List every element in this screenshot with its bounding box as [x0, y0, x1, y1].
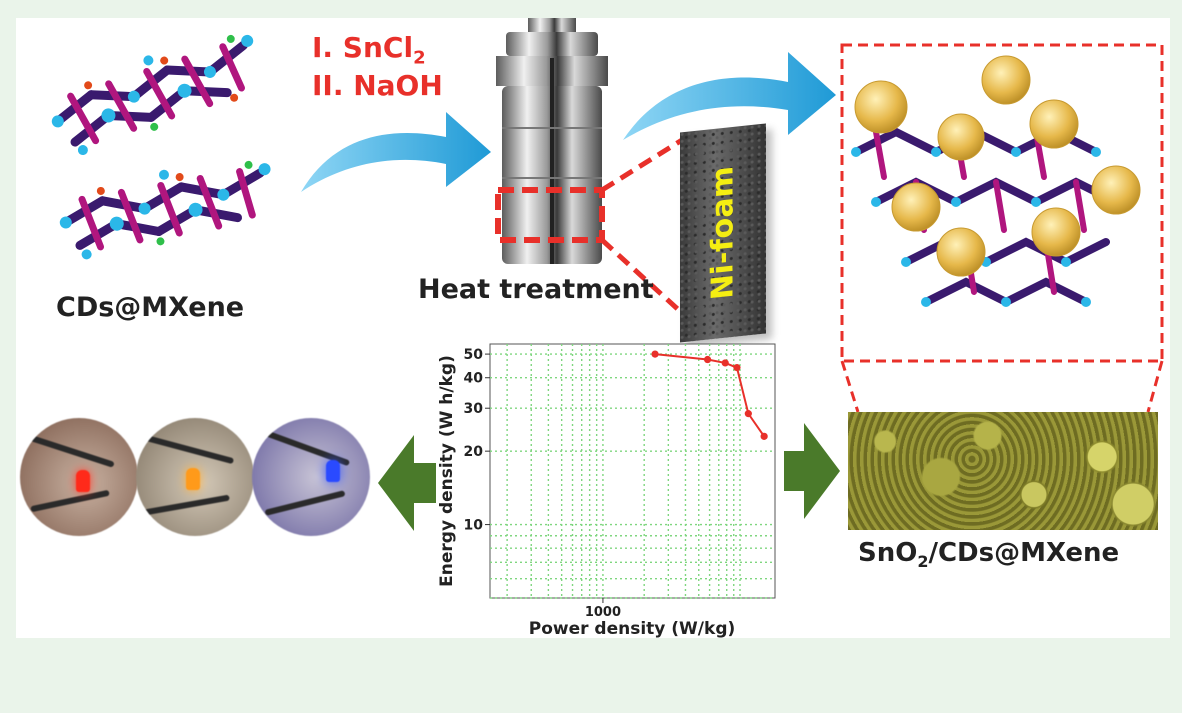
- chart-x-tick-label: 1000: [585, 605, 621, 620]
- green-arrow-left: [378, 435, 436, 531]
- chart-data-point: [744, 410, 752, 418]
- chart-data-point: [721, 359, 729, 367]
- chart-x-axis-label: Power density (W/kg): [529, 619, 736, 639]
- zoom-indicator: [495, 137, 684, 315]
- chart-y-tick-label: 50: [464, 347, 484, 363]
- chart-y-tick-label: 20: [464, 444, 484, 460]
- product-label: SnO2/CDs@MXene: [858, 538, 1120, 572]
- chart-points: [651, 350, 768, 440]
- flow-arrow-2: [623, 52, 836, 140]
- flow-arrow-1: [301, 112, 491, 192]
- chart-x-ticks: 1000: [585, 598, 621, 620]
- product-frame: [840, 43, 1164, 413]
- reagent-1-label: I. SnCl2: [312, 31, 426, 69]
- chart-data-point: [733, 364, 741, 372]
- chart-y-tick-label: 40: [464, 371, 484, 387]
- sem-image: [848, 412, 1158, 530]
- chart-y-tick-label: 30: [464, 401, 484, 417]
- reagent-2-label: II. NaOH: [312, 69, 443, 102]
- chart-plot-area: [489, 343, 776, 599]
- chart-y-axis-label: Energy density (W h/kg): [437, 355, 457, 587]
- precursor-label: CDs@MXene: [56, 292, 245, 323]
- chart-data-point: [703, 355, 712, 364]
- chart-series-line: [654, 353, 765, 437]
- mxene-structure-icon: [51, 34, 271, 260]
- chart-data-point: [760, 432, 768, 440]
- chart-grid: [490, 344, 775, 599]
- led-demo-red: [20, 418, 138, 536]
- chart-y-ticks: 10 20 30 40 50: [464, 347, 490, 534]
- chart-data-point: [651, 350, 659, 358]
- heat-treatment-label: Heat treatment: [418, 274, 654, 305]
- led-demo-blue: [252, 418, 370, 536]
- composite-structure-icon: [851, 55, 1141, 307]
- autoclave-icon: [496, 18, 608, 264]
- led-demo-orange: [136, 418, 254, 536]
- ni-foam-label: Ni-foam: [705, 164, 741, 302]
- ragone-chart: 10 20 30 40 50 1000 Power density (W/kg) Ene…: [437, 343, 776, 639]
- chart-y-tick-label: 10: [464, 518, 484, 534]
- green-arrow-right: [784, 423, 840, 519]
- ni-foam-substrate: Ni-foam: [680, 123, 766, 343]
